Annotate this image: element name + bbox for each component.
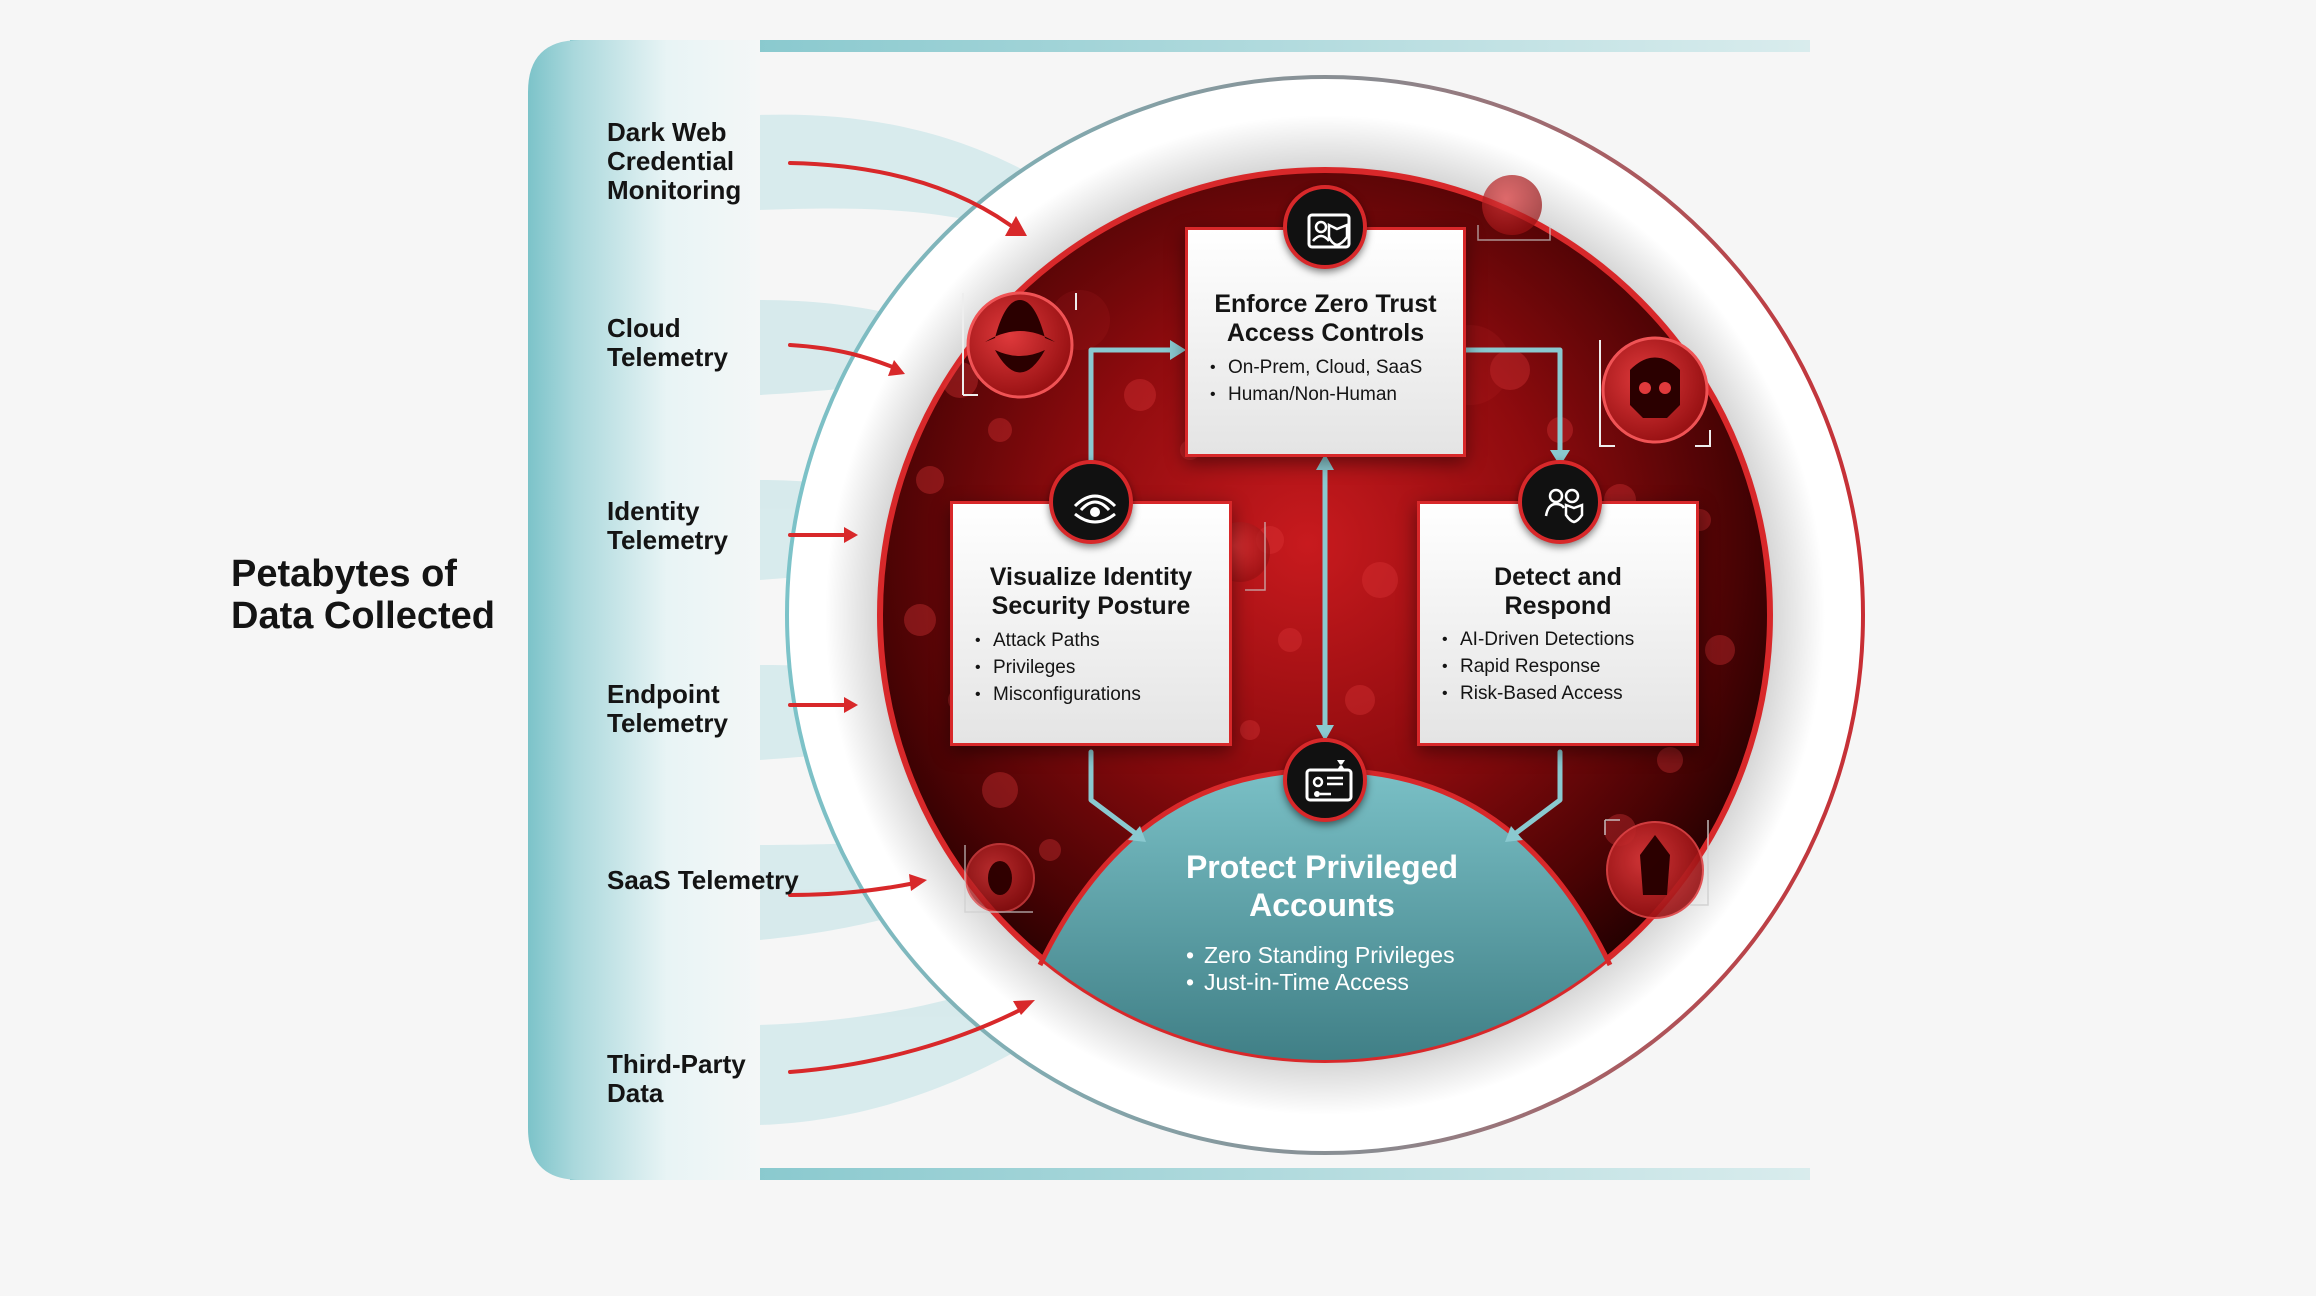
list-item: On-Prem, Cloud, SaaS <box>1210 354 1422 381</box>
id-card-shield-icon <box>1283 185 1367 269</box>
id-card-key-icon <box>1283 738 1367 822</box>
list-item: Privileges <box>975 654 1141 681</box>
list-item: Risk-Based Access <box>1442 680 1634 707</box>
cowboy-adversary-icon <box>962 291 1077 399</box>
list-item: AI-Driven Detections <box>1442 626 1634 653</box>
list-item: Attack Paths <box>975 627 1141 654</box>
protect-list: Zero Standing Privileges Just-in-Time Ac… <box>1186 942 1455 996</box>
source-saas: SaaS Telemetry <box>607 865 799 895</box>
skull-adversary-icon <box>1599 336 1711 447</box>
source-identity: Identity Telemetry <box>607 496 728 555</box>
headline-text: Petabytes of Data Collected <box>231 553 495 637</box>
card-visualize-title: Visualize Identity Security Posture <box>989 563 1193 620</box>
source-third-party: Third-Party Data <box>607 1049 746 1108</box>
card-enforce: Enforce Zero Trust Access Controls On-Pr… <box>1185 227 1466 457</box>
list-item: Zero Standing Privileges <box>1186 942 1455 969</box>
protect-title: Protect Privileged Accounts <box>1185 849 1459 923</box>
horned-adversary-icon <box>1604 819 1709 919</box>
radar-eye-icon <box>1049 460 1133 544</box>
card-detect-list: AI-Driven Detections Rapid Response Risk… <box>1442 626 1634 707</box>
users-shield-icon <box>1518 460 1602 544</box>
card-enforce-title: Enforce Zero Trust Access Controls <box>1214 290 1437 347</box>
list-item: Human/Non-Human <box>1210 381 1422 408</box>
source-endpoint: Endpoint Telemetry <box>607 679 728 738</box>
card-detect-title: Detect and Respond <box>1494 563 1622 620</box>
source-cloud: Cloud Telemetry <box>607 313 728 372</box>
list-item: Rapid Response <box>1442 653 1634 680</box>
source-dark-web: Dark Web Credential Monitoring <box>607 117 742 205</box>
list-item: Just-in-Time Access <box>1186 969 1455 996</box>
spider-adversary-icon <box>964 843 1035 913</box>
list-item: Misconfigurations <box>975 681 1141 708</box>
card-visualize-list: Attack Paths Privileges Misconfiguration… <box>975 627 1141 708</box>
headline: Petabytes of Data Collected <box>231 553 551 637</box>
card-enforce-list: On-Prem, Cloud, SaaS Human/Non-Human <box>1210 354 1422 408</box>
